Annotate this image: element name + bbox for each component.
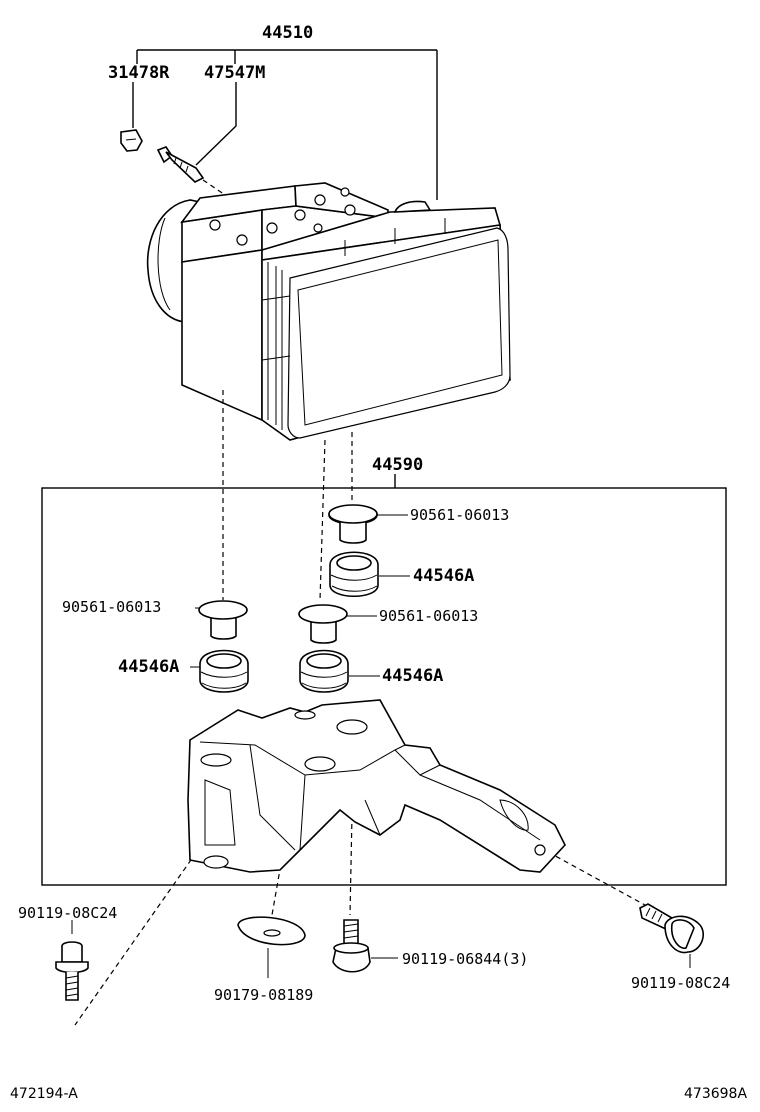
- label-ref-left: 472194-A: [10, 1086, 78, 1102]
- mounting-bracket-part: [187, 699, 566, 873]
- labels: 44510 31478R 47547M 44590 90561-06013 44…: [10, 23, 747, 1102]
- actuator-assembly: [146, 182, 511, 441]
- label-cushion-left: 44546A: [118, 657, 179, 677]
- label-collar-mid: 90561-06013: [379, 607, 478, 625]
- collar-left-part: [198, 600, 248, 640]
- label-cushion-mid: 44546A: [382, 666, 443, 686]
- label-bolt-mid: 90119-06844(3): [402, 950, 528, 968]
- cushion-left-part: [199, 649, 249, 693]
- bolt-left-part: [55, 920, 89, 1001]
- cushion-mid-part: [299, 649, 349, 693]
- collar-top-part: [328, 504, 378, 544]
- bolt-right-part: [639, 903, 704, 968]
- label-washer: 90179-08189: [214, 986, 313, 1004]
- cushion-top-part: [329, 551, 379, 597]
- sensor-plug-part: [120, 129, 143, 152]
- washer-part: [237, 916, 306, 978]
- label-bolt-left: 90119-08C24: [18, 904, 117, 922]
- label-assembly: 44510: [262, 23, 313, 43]
- label-sensor-plug: 31478R: [108, 63, 170, 83]
- bleeder-plug-part: [156, 146, 241, 206]
- label-collar-left: 90561-06013: [62, 598, 161, 616]
- label-bolt-right: 90119-08C24: [631, 974, 730, 992]
- label-bleeder: 47547M: [204, 63, 265, 83]
- assembly-leader: [132, 49, 438, 200]
- label-ref-right: 473698A: [684, 1086, 747, 1102]
- collar-mid-part: [298, 604, 348, 644]
- label-cushion-top: 44546A: [413, 566, 474, 586]
- bolt-mid-part: [332, 919, 398, 973]
- bracket-frame: [41, 474, 727, 886]
- label-collar-top: 90561-06013: [410, 506, 509, 524]
- bracket-leaders: [190, 514, 410, 677]
- label-bracket: 44590: [372, 455, 423, 475]
